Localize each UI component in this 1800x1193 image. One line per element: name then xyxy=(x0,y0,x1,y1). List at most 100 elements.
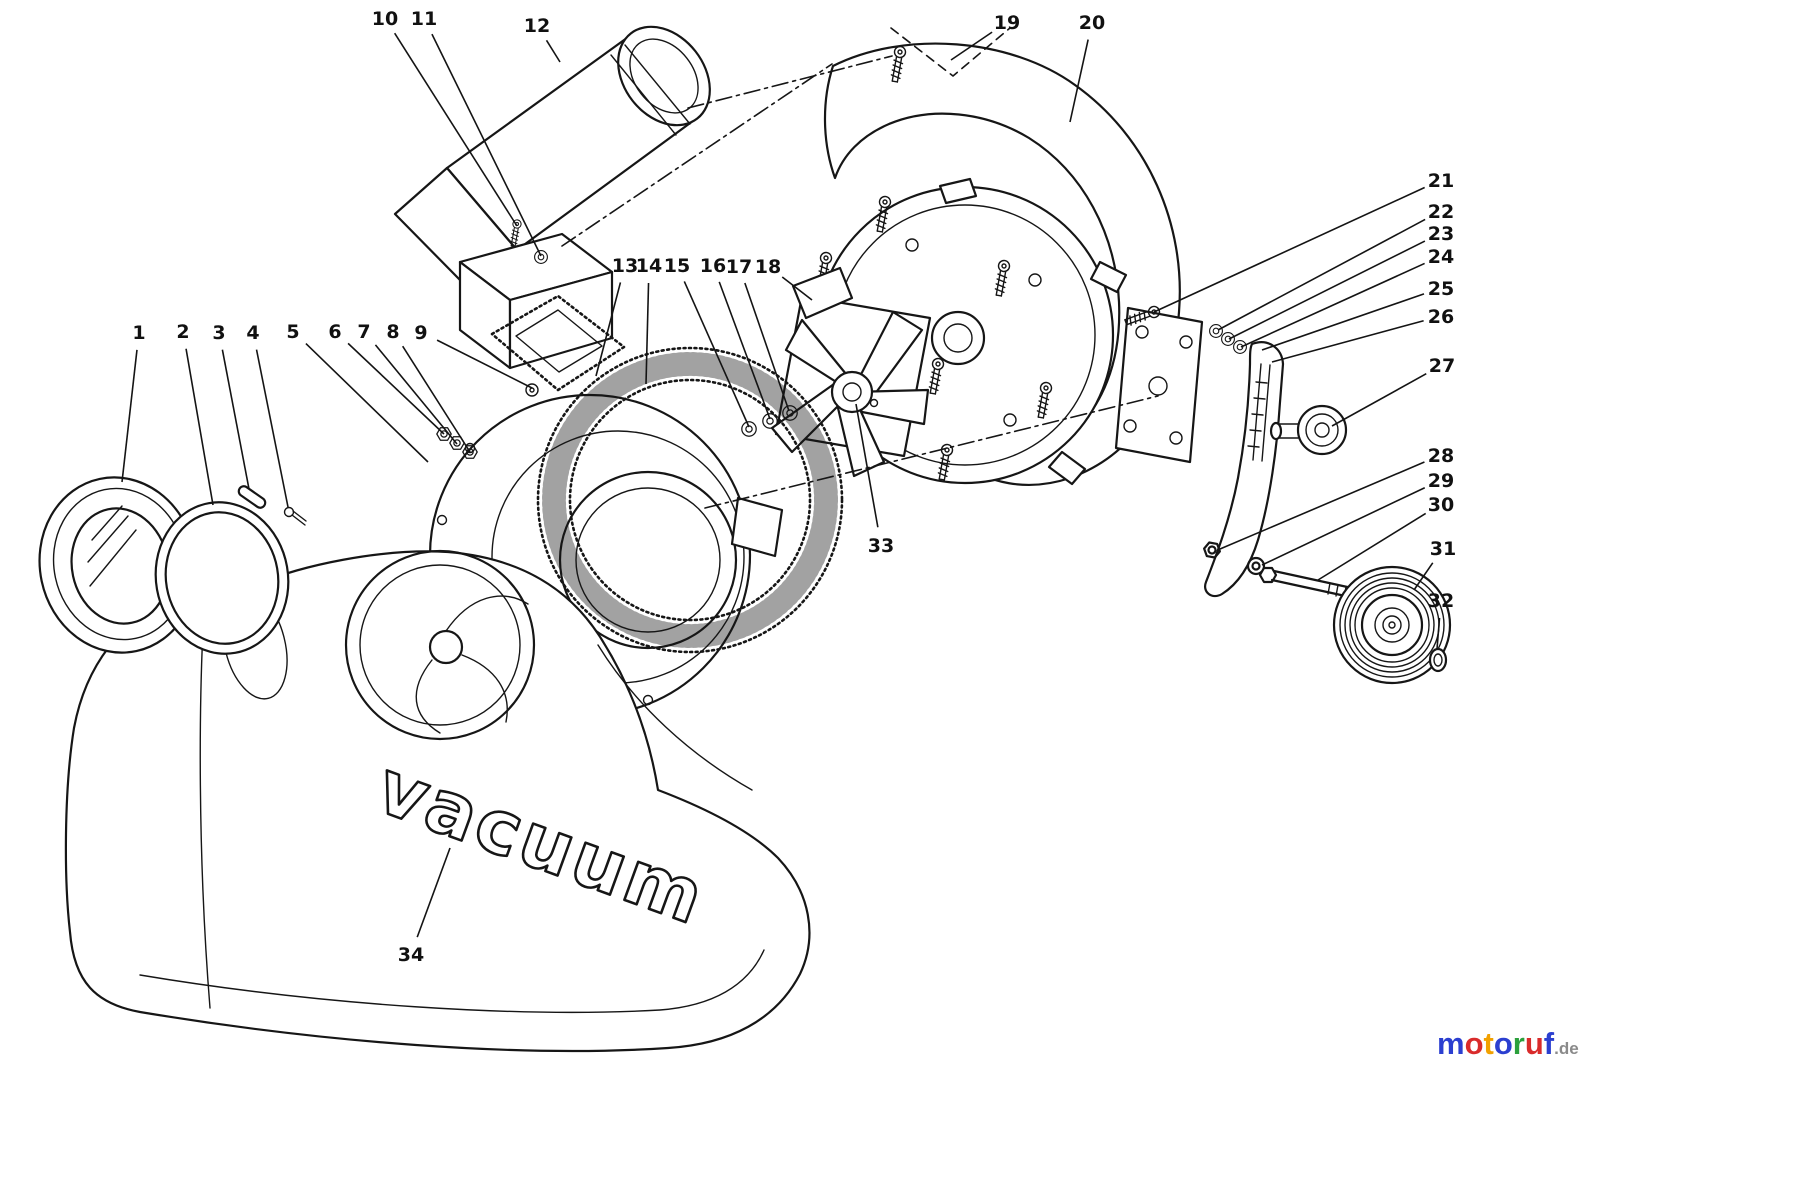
leader-line-19 xyxy=(950,31,993,61)
leader-line-32 xyxy=(1436,617,1441,650)
part-number-5: 5 xyxy=(286,321,299,343)
leader-line-34 xyxy=(416,847,451,938)
part-number-31: 31 xyxy=(1430,538,1456,560)
part-number-17: 17 xyxy=(726,256,752,278)
hub-cap-32 xyxy=(1428,647,1448,673)
center-lines xyxy=(561,27,1159,509)
washer-22 xyxy=(1209,324,1223,338)
leader-line-20 xyxy=(1069,39,1089,123)
part-number-8: 8 xyxy=(386,321,399,343)
leader-line-12 xyxy=(545,39,561,63)
mounting-flange xyxy=(1114,306,1204,464)
part-number-24: 24 xyxy=(1428,246,1454,268)
leader-line-7 xyxy=(374,344,458,445)
part-number-16: 16 xyxy=(700,255,726,277)
screw-9 xyxy=(525,383,539,397)
leader-line-14 xyxy=(645,282,650,385)
exhaust-tube-assembly xyxy=(393,25,711,392)
part-number-26: 26 xyxy=(1428,306,1454,328)
leader-line-22 xyxy=(1217,218,1426,331)
leader-line-3 xyxy=(221,349,250,490)
leader-line-1 xyxy=(121,349,138,483)
logo-letter: u xyxy=(1524,1026,1544,1061)
washer-24 xyxy=(1233,340,1247,354)
leader-line-26 xyxy=(1271,319,1424,363)
pin-3 xyxy=(237,485,267,509)
part-number-23: 23 xyxy=(1428,223,1454,245)
leader-line-30 xyxy=(1317,512,1427,581)
washer-23 xyxy=(1221,332,1235,346)
latch-tab xyxy=(730,496,784,558)
part-number-28: 28 xyxy=(1428,445,1454,467)
part-number-32: 32 xyxy=(1428,590,1454,612)
leader-line-2 xyxy=(185,348,214,506)
part-number-19: 19 xyxy=(994,12,1020,34)
leader-line-33 xyxy=(855,403,879,528)
part-number-11: 11 xyxy=(411,8,437,30)
logo-letter: r xyxy=(1512,1026,1525,1061)
leader-line-5 xyxy=(305,342,429,463)
leader-line-21 xyxy=(1153,186,1425,313)
vacuum-nozzle-housing: vacuum xyxy=(64,549,811,1053)
leader-line-18 xyxy=(781,276,813,301)
leader-line-25 xyxy=(1261,293,1425,351)
wheel-31 xyxy=(1332,565,1452,685)
part-number-34: 34 xyxy=(398,944,424,966)
foam-seal-ring xyxy=(536,346,844,654)
intake-ring-assembly xyxy=(38,476,307,655)
part-number-1: 1 xyxy=(132,322,145,344)
logo-letter: o xyxy=(1493,1026,1513,1061)
motoruf-logo-letters: motoruf xyxy=(1437,1026,1554,1061)
part-number-4: 4 xyxy=(246,322,259,344)
leader-line-29 xyxy=(1261,486,1426,566)
part-number-27: 27 xyxy=(1429,355,1455,377)
part-number-22: 22 xyxy=(1428,201,1454,223)
leader-line-27 xyxy=(1331,373,1427,427)
part-number-18: 18 xyxy=(755,256,781,278)
leader-line-10 xyxy=(393,32,518,227)
washer-15 xyxy=(741,421,757,437)
leader-line-6 xyxy=(347,342,445,435)
leader-line-9 xyxy=(436,339,533,389)
part-number-21: 21 xyxy=(1428,170,1454,192)
nozzle-top-opening xyxy=(344,549,536,741)
part-number-14: 14 xyxy=(636,255,662,277)
leader-line-24 xyxy=(1240,262,1425,348)
right-hardware xyxy=(1201,324,1452,685)
part-number-3: 3 xyxy=(212,322,225,344)
leader-line-31 xyxy=(1413,562,1434,591)
axle-bolt-30 xyxy=(1258,566,1354,599)
ring-gasket xyxy=(154,501,290,655)
logo-letter: m xyxy=(1437,1026,1465,1061)
part-number-33: 33 xyxy=(868,535,894,557)
part-number-25: 25 xyxy=(1428,278,1454,300)
part-number-10: 10 xyxy=(372,8,398,30)
leader-line-16 xyxy=(718,281,771,420)
knob-27 xyxy=(1269,404,1348,456)
part-number-6: 6 xyxy=(328,321,341,343)
motoruf-logo-suffix: .de xyxy=(1554,1039,1579,1058)
motoruf-logo: motoruf.de xyxy=(1437,1026,1579,1067)
part-number-15: 15 xyxy=(664,255,690,277)
leader-line-13 xyxy=(595,282,622,377)
part-number-29: 29 xyxy=(1428,470,1454,492)
part-number-12: 12 xyxy=(524,15,550,37)
part-number-9: 9 xyxy=(414,322,427,344)
impeller-assembly xyxy=(741,266,932,478)
leader-line-4 xyxy=(255,349,289,508)
part-number-2: 2 xyxy=(176,321,189,343)
logo-letter: f xyxy=(1543,1026,1555,1061)
logo-letter: o xyxy=(1464,1026,1484,1061)
leader-line-11 xyxy=(431,33,542,257)
leader-line-17 xyxy=(744,282,790,412)
adjuster-bracket xyxy=(1204,341,1285,598)
part-number-30: 30 xyxy=(1428,494,1454,516)
leader-line-15 xyxy=(683,281,750,428)
leader-line-23 xyxy=(1228,240,1426,340)
retainer-plate-18 xyxy=(791,266,854,320)
part-number-13: 13 xyxy=(612,255,638,277)
logo-letter: t xyxy=(1483,1026,1494,1061)
